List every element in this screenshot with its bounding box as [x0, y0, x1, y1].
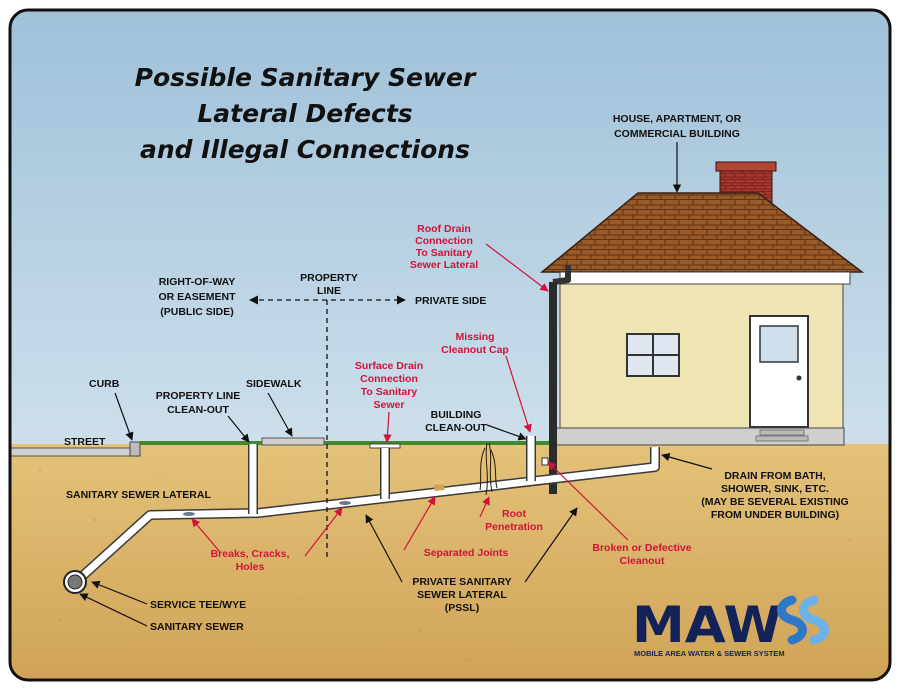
- lateral-label: SANITARY SEWER LATERAL: [66, 489, 211, 501]
- drain-arrow: [661, 452, 713, 470]
- sidewalk-label: SIDEWALK: [246, 378, 302, 390]
- roof-drain-label-2: Connection: [415, 235, 473, 247]
- eave: [559, 271, 851, 285]
- title-line-3: and Illegal Connections: [140, 135, 470, 164]
- row-label-1: RIGHT-OF-WAY: [159, 276, 236, 288]
- sanitary-sewer-arrow: [79, 593, 148, 627]
- private-side-label: PRIVATE SIDE: [415, 295, 486, 307]
- broken-cleanout-label-1: Broken or Defective: [592, 542, 691, 554]
- pssl-label-1: PRIVATE SANITARY: [412, 576, 511, 588]
- roof-drain-label-4: Sewer Lateral: [410, 259, 478, 271]
- maws-logo: MAW MOBILE AREA WATER & SEWER SYSTEM: [632, 595, 829, 658]
- surface-drain-label-4: Sewer: [374, 399, 405, 411]
- broken-cleanout-arrow: [547, 461, 629, 541]
- grass: [140, 441, 560, 445]
- roof-gutter: [552, 265, 571, 285]
- logo-wave-mark: [777, 595, 829, 645]
- roof-drain-arrow: [485, 243, 549, 292]
- service-tee-label: SERVICE TEE/WYE: [150, 599, 246, 611]
- door-knob: [796, 375, 802, 381]
- root-label-1: Root: [502, 508, 526, 520]
- surface-drain-label-3: To Sanitary: [361, 386, 418, 398]
- frame-border: [8, 8, 892, 682]
- drain-label-4: FROM UNDER BUILDING): [711, 509, 839, 521]
- separated-joints-arrow: [403, 496, 436, 551]
- row-label-2: OR EASEMENT: [158, 291, 236, 303]
- surface-drain-arrow: [383, 411, 392, 443]
- pl-cleanout-label-2: CLEAN-OUT: [167, 404, 229, 416]
- roof-downspout: [549, 282, 557, 494]
- root-label-2: Penetration: [485, 521, 543, 533]
- sanitary-sewer-label: SANITARY SEWER: [150, 621, 244, 633]
- curb: [129, 441, 141, 457]
- house: [539, 161, 865, 494]
- pl-cleanout-label-1: PROPERTY LINE: [156, 390, 240, 402]
- pl-cleanout-arrow: [227, 415, 250, 443]
- logo-letters: MAW: [632, 596, 782, 654]
- surface-drain-label-1: Surface Drain: [355, 360, 423, 372]
- row-label-3: (PUBLIC SIDE): [160, 306, 234, 318]
- roof-drain-label-3: To Sanitary: [416, 247, 473, 259]
- chimney-cap: [715, 161, 777, 172]
- missing-cap-arrow: [505, 355, 532, 433]
- drain-label-3: (MAY BE SEVERAL EXISTING: [701, 496, 848, 508]
- sidewalk: [261, 437, 325, 446]
- curb-arrow: [114, 392, 134, 441]
- separated-joints-label: Separated Joints: [424, 547, 509, 559]
- broken-cleanout-label-2: Cleanout: [620, 555, 665, 567]
- roof-drain-label-1: Roof Drain: [417, 223, 471, 235]
- bldg-cleanout-arrow: [486, 424, 527, 441]
- curb-label: CURB: [89, 378, 120, 390]
- root-arrow: [479, 496, 490, 518]
- sewer-pipes: [63, 436, 660, 594]
- drain-label-1: DRAIN FROM BATH,: [724, 470, 825, 482]
- pssl-arrow-left: [365, 514, 403, 583]
- breaks-label-1: Breaks, Cracks,: [211, 548, 290, 560]
- soil-texture: [39, 469, 851, 661]
- logo-tagline: MOBILE AREA WATER & SEWER SYSTEM: [634, 649, 785, 658]
- pssl-label-3: (PSSL): [445, 602, 479, 614]
- sidewalk-arrow: [267, 392, 293, 437]
- property-line-label-2: LINE: [317, 285, 341, 297]
- bldg-cleanout-label-1: BUILDING: [431, 409, 482, 421]
- pssl-label-2: SEWER LATERAL: [417, 589, 507, 601]
- building-label-2: COMMERCIAL BUILDING: [614, 128, 740, 140]
- property-line-label-1: PROPERTY: [300, 272, 358, 284]
- pssl-arrow-right: [524, 507, 578, 583]
- building-label-1: HOUSE, APARTMENT, OR: [613, 113, 742, 125]
- tree-roots: [479, 442, 498, 496]
- missing-cap-label-1: Missing: [455, 331, 494, 343]
- service-tee-arrow: [91, 580, 148, 605]
- drain-label-2: SHOWER, SINK, ETC.: [721, 483, 829, 495]
- door-window: [759, 325, 799, 363]
- breaks-arrow-right: [304, 507, 343, 557]
- soil: [10, 444, 890, 680]
- title-line-2: Lateral Defects: [197, 99, 412, 128]
- surface-drain-label-2: Connection: [360, 373, 418, 385]
- bldg-cleanout-label-2: CLEAN-OUT: [425, 422, 487, 434]
- missing-cap-label-2: Cleanout Cap: [441, 344, 509, 356]
- breaks-arrow-left: [191, 518, 221, 553]
- street-label: STREET: [64, 436, 106, 448]
- title-line-1: Possible Sanitary Sewer: [135, 63, 477, 92]
- street-surface: [10, 447, 139, 457]
- breaks-label-2: Holes: [236, 561, 265, 573]
- surface-drain-grate: [369, 443, 401, 449]
